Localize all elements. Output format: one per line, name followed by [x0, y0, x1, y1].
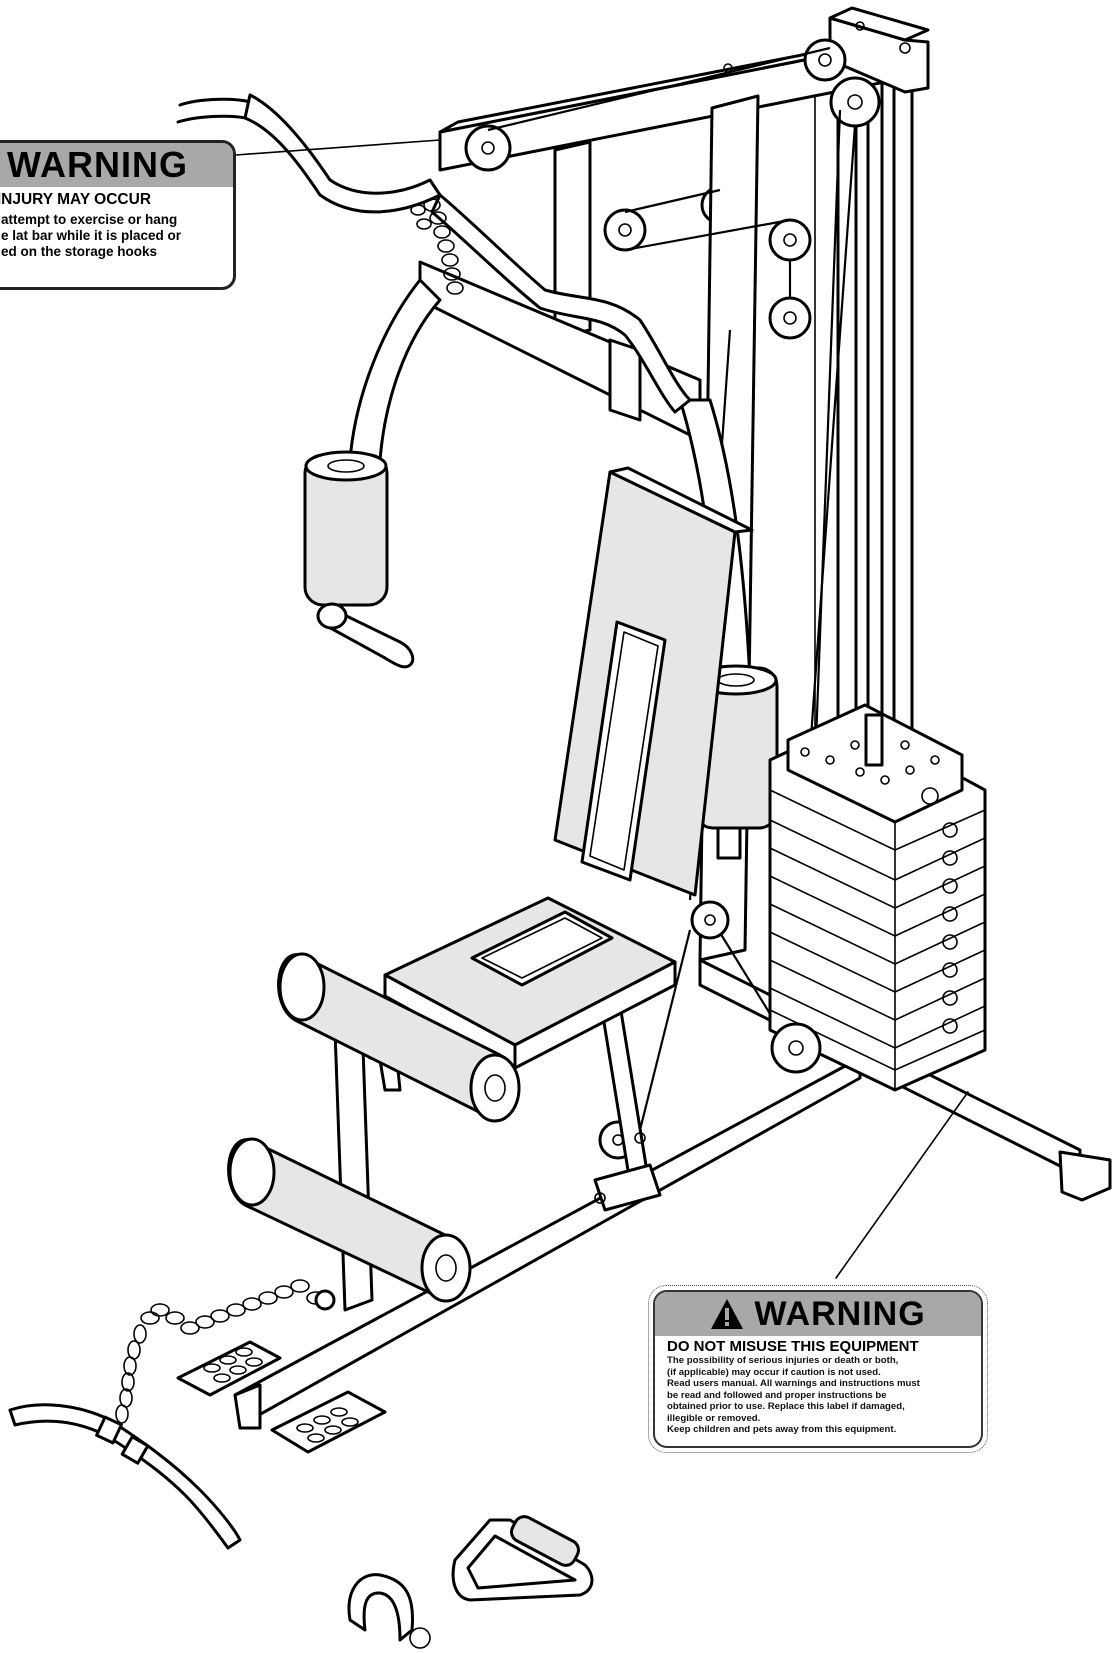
warning-label-misuse-line: Read users manual. All warnings and inst… — [667, 1378, 920, 1389]
weight-stack — [768, 703, 987, 1092]
warning-label-misuse-text: The possibility of serious injuries or d… — [655, 1355, 981, 1436]
warning-triangle-icon — [711, 1299, 744, 1329]
ankle-strap — [347, 1573, 431, 1649]
foot-plate-right — [270, 1390, 387, 1454]
lat-bar-chain — [410, 198, 464, 295]
warning-label-misuse-line: (if applicable) may occur if caution is … — [667, 1366, 881, 1378]
warning-label-misuse-subheading: DO NOT MISUSE THIS EQUIPMENT — [667, 1338, 919, 1355]
warning-label-lat-bar-text: attempt to exercise or hang e lat bar wh… — [0, 209, 233, 260]
warning-label-misuse-line: be read and followed and proper instruct… — [667, 1389, 887, 1401]
warning-label-lat-bar-line: attempt to exercise or hang — [1, 212, 178, 227]
backrest — [553, 466, 754, 897]
press-arm-left-pad — [303, 450, 415, 669]
warning-label-lat-bar-heading: WARNING — [0, 143, 233, 187]
leg-roller-lower — [227, 1137, 472, 1303]
foot-plate-left — [176, 1340, 282, 1397]
warning-label-misuse-line: obtained prior to use. Replace this labe… — [667, 1401, 905, 1412]
lat-bar — [176, 93, 692, 414]
stirrup-handle — [451, 1515, 594, 1602]
warning-label-lat-bar-subheading: US INJURY MAY OCCUR — [0, 191, 152, 208]
ankle-chain — [115, 1279, 336, 1424]
seat-support — [593, 1003, 662, 1212]
warning-label-misuse-line: illegible or removed. — [667, 1412, 761, 1424]
warning-label-lat-bar-line: e lat bar while it is placed or — [1, 228, 182, 243]
warning-label-lat-bar: WARNING US INJURY MAY OCCUR attempt to e… — [0, 140, 236, 290]
straight-handle-bar — [8, 1403, 242, 1550]
top-beam — [438, 6, 930, 172]
warning-label-misuse: WARNING DO NOT MISUSE THIS EQUIPMENT The… — [648, 1285, 988, 1453]
warning-label-lat-bar-line: ed on the storage hooks — [1, 244, 158, 259]
callout-lines — [235, 139, 969, 1279]
warning-label-misuse-line: The possibility of serious injuries or d… — [667, 1355, 899, 1366]
warning-label-misuse-heading: WARNING — [754, 1294, 926, 1333]
leg-roller-upper — [277, 952, 521, 1123]
warning-label-misuse-line: Keep children and pets away from this eq… — [667, 1424, 897, 1435]
